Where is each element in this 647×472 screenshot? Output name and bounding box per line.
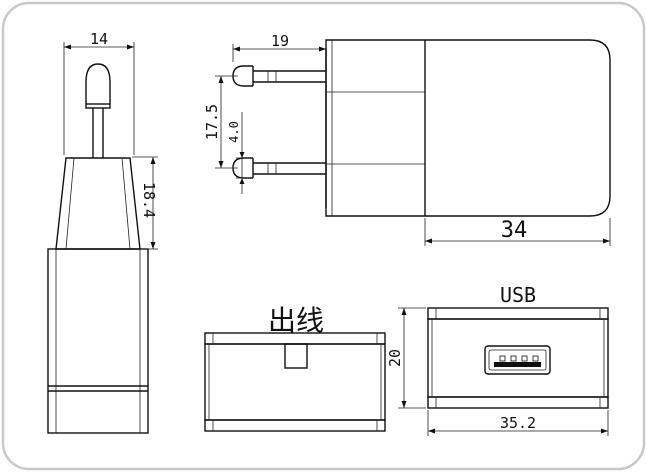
cable-exit-body: [204, 343, 386, 421]
side-lower-body: [47, 248, 149, 434]
side-pin-collar: [85, 103, 111, 109]
front-view: 19 17.5 4.0 34: [203, 32, 611, 246]
side-pin-tip: [85, 63, 111, 104]
label-usb: USB: [500, 283, 536, 307]
dim-pin-diameter: 4.0: [227, 121, 241, 143]
dim-side-height: 18.4: [140, 182, 158, 218]
dim-pin-length: 19: [271, 32, 289, 50]
dim-usb-height: 20: [386, 349, 404, 367]
usb-port: [484, 345, 551, 375]
usb-body: [427, 318, 609, 398]
dim-side-width: 14: [90, 30, 108, 48]
cable-notch: [284, 343, 308, 369]
dim-pin-spacing: 17.5: [203, 104, 221, 140]
label-cable-exit: 出线: [268, 304, 324, 337]
dim-usb-width: 35.2: [500, 414, 536, 432]
usb-view: USB 20 35.2: [386, 283, 609, 436]
cable-exit-view: 出线: [204, 304, 386, 432]
dim-body-length: 34: [501, 218, 528, 243]
side-view: 14 18.4: [47, 30, 158, 434]
side-upper-body: [55, 157, 141, 250]
front-body: [325, 39, 611, 217]
